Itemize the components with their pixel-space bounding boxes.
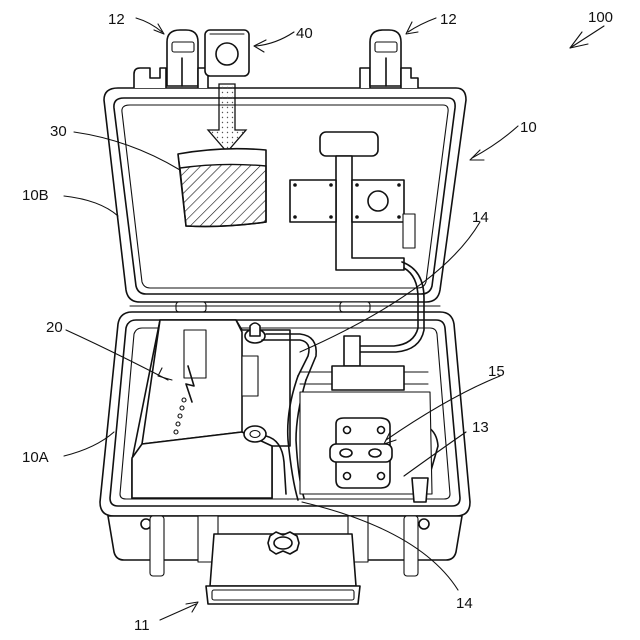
battery-20 bbox=[132, 320, 290, 498]
case-lid bbox=[104, 88, 466, 312]
label-battery: 20 bbox=[46, 319, 63, 336]
label-pouch: 30 bbox=[50, 123, 67, 140]
latch-right bbox=[360, 30, 418, 88]
latch-left bbox=[134, 30, 208, 88]
label-case-bottom: 10A bbox=[22, 449, 49, 466]
label-device: 100 bbox=[588, 9, 613, 26]
pouch-30 bbox=[178, 149, 266, 227]
label-case-lid: 10B bbox=[22, 187, 49, 204]
label-latch-right: 12 bbox=[440, 11, 457, 28]
label-latch-left: 12 bbox=[108, 11, 125, 28]
label-cable-lower: 14 bbox=[456, 595, 473, 612]
label-module: 40 bbox=[296, 25, 313, 42]
label-case: 10 bbox=[520, 119, 537, 136]
label-plate: 13 bbox=[472, 419, 489, 436]
label-cable-upper: 14 bbox=[472, 209, 489, 226]
handle-11 bbox=[206, 532, 360, 604]
label-connector: 15 bbox=[488, 363, 505, 380]
label-handle: 11 bbox=[134, 617, 150, 634]
module-40 bbox=[205, 30, 249, 76]
